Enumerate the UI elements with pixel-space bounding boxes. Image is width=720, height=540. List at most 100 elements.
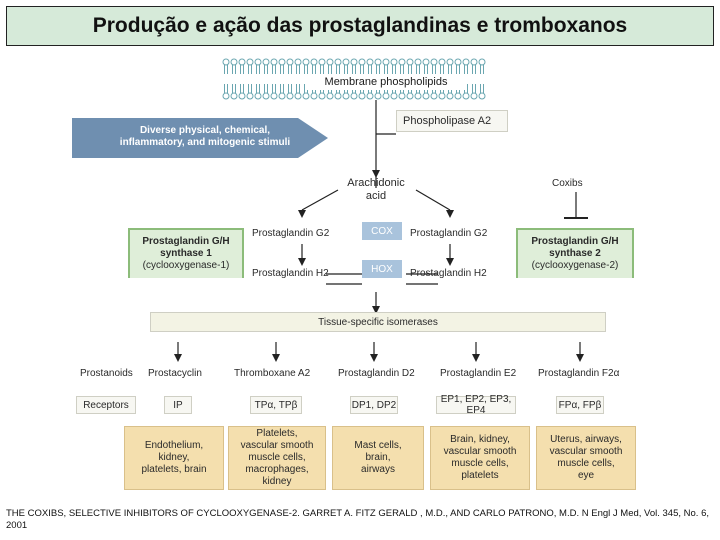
lipid-head [398,92,406,100]
lipid-head [374,92,382,100]
pgg2-left-label: Prostaglandin G2 [252,228,330,239]
lipid-head [398,58,406,66]
lipid-tail [456,65,460,74]
receptor-tp: TPα, TPβ [250,396,302,414]
arachidonic-line-2: acid [365,190,387,202]
prostanoids-row-label: Prostanoids [80,368,133,379]
pgh2-right-label: Prostaglandin H2 [410,268,487,279]
lipid-head [350,92,358,100]
cox2-line-1: Prostaglandin G/H [531,236,619,247]
tissue-line: brain, [365,452,391,463]
lipid-head [438,92,446,100]
cox2-line-3: (cyclooxygenase-2) [531,260,619,271]
lipid-head [462,58,470,66]
lipid-head [278,58,286,66]
stimuli-line-1: Diverse physical, chemical, [139,125,271,136]
lipid-head [422,58,430,66]
lipid-head [302,92,310,100]
lipid-head [246,58,254,66]
lipid-head [350,58,358,66]
tissue-line: platelets, brain [141,464,207,475]
lipid-head [478,58,486,66]
lipid-tail [424,65,428,74]
prostanoid-thromboxane: Thromboxane A2 [234,368,311,379]
lipid-tail [224,65,228,74]
lipid-tail [272,65,276,74]
lipid-head [342,58,350,66]
lipid-tail [320,65,324,74]
pgg2-right-label: Prostaglandin G2 [410,228,488,239]
tissue-line: Brain, kidney, [450,434,510,445]
lipid-tail [248,84,252,93]
lipid-head [238,58,246,66]
cox1-synthase-box: Prostaglandin G/H synthase 1 (cyclooxyge… [128,228,244,278]
lipid-head [454,92,462,100]
lipid-tail [296,84,300,93]
lipid-head [430,58,438,66]
lipid-head [414,58,422,66]
tissue-line: vascular smooth [240,440,314,451]
lipid-tail [400,65,404,74]
stimuli-line-2: inflammatory, and mitogenic stimuli [119,137,291,148]
lipid-head [230,58,238,66]
lipid-head [366,58,374,66]
lipid-tail [408,65,412,74]
lipid-tail [384,65,388,74]
receptors-row-label: Receptors [76,396,136,414]
lipid-head [246,92,254,100]
cox1-line-1: Prostaglandin G/H [142,236,230,247]
lipid-head [446,58,454,66]
prostanoid-pgd2: Prostaglandin D2 [338,368,415,379]
tissue-line: vascular smooth [549,446,623,457]
lipid-head [310,58,318,66]
lipid-head [294,92,302,100]
lipid-head [270,58,278,66]
lipid-tail [240,65,244,74]
lipid-head [254,58,262,66]
lipid-head [222,92,230,100]
tissue-line: muscle cells, [248,452,306,463]
lipid-tail [296,65,300,74]
tissue-line: macrophages, [245,464,309,475]
tissue-line: Mast cells, [354,440,402,451]
prostanoid-prostacyclin: Prostacyclin [148,368,202,379]
lipid-head [270,92,278,100]
lipid-tail [464,65,468,74]
lipid-tail [472,84,476,93]
lipid-tail [232,84,236,93]
tissue-line: kidney, [158,452,190,463]
prostanoid-pge2: Prostaglandin E2 [440,368,517,379]
tissue-line: platelets [461,470,499,481]
lipid-tail [368,65,372,74]
prostanoid-pgf2a: Prostaglandin F2α [538,368,620,379]
arachidonic-line-1: Arachidonic [347,177,405,189]
lipid-head [326,58,334,66]
pgh2-left-label: Prostaglandin H2 [252,268,329,279]
cox-box: COX [362,222,402,240]
lipid-head [230,92,238,100]
lipid-head [262,58,270,66]
lipid-tail [256,65,260,74]
tissue-line: Platelets, [256,428,298,439]
lipid-tail [304,65,308,74]
lipid-head [254,92,262,100]
cox2-synthase-box: Prostaglandin G/H synthase 2 (cyclooxyge… [516,228,634,278]
lipid-head [438,58,446,66]
lipid-head [470,58,478,66]
tissue-line: Endothelium, [144,440,204,451]
lipid-head [278,92,286,100]
lipid-head [470,92,478,100]
lipid-tail [440,65,444,74]
lipid-head [422,92,430,100]
lipid-tail [272,84,276,93]
lipid-head [462,92,470,100]
citation-text: THE COXIBS, SELECTIVE INHIBITORS OF CYCL… [6,508,709,531]
hox-box: HOX [362,260,402,278]
lipid-head [358,92,366,100]
lipid-tail [288,65,292,74]
lipid-head [366,92,374,100]
tissue-line: Uterus, airways, [550,434,622,445]
prostaglandin-pathway-diagram: Membrane phospholipids Diverse physical,… [66,52,654,504]
tissue-box-pge2: Brain, kidney, vascular smooth muscle ce… [430,426,530,490]
lipid-head [382,58,390,66]
